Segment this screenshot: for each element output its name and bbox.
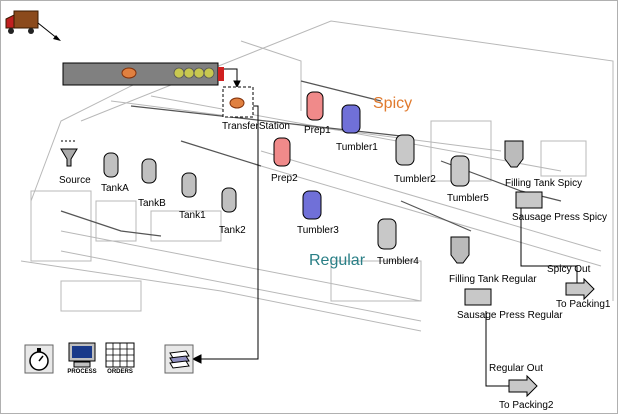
process-button[interactable]: PROCESS bbox=[66, 342, 98, 378]
tumbler-5[interactable] bbox=[451, 156, 469, 186]
source-label: Source bbox=[59, 175, 91, 186]
tumbler-5-label: Tumbler5 bbox=[447, 193, 489, 204]
regular-heading: Regular bbox=[309, 252, 366, 269]
regular-out-exit[interactable] bbox=[509, 376, 537, 396]
computer-icon bbox=[68, 342, 96, 368]
sausage-press-spicy-label: Sausage Press Spicy bbox=[512, 212, 608, 223]
tank-b-label: TankB bbox=[138, 198, 166, 209]
prep-1-label: Prep1 bbox=[304, 125, 331, 136]
tumbler-2[interactable] bbox=[396, 135, 414, 165]
prep-1-vessel[interactable] bbox=[307, 92, 323, 120]
tank-1-label: Tank1 bbox=[179, 210, 206, 221]
regular-out-label: Regular Out bbox=[489, 363, 543, 374]
truck-icon bbox=[5, 10, 61, 41]
stopwatch-button[interactable] bbox=[24, 344, 54, 374]
tumbler-4-label: Tumbler4 bbox=[377, 256, 419, 267]
sausage-press-regular-label: Sausage Press Regular bbox=[457, 310, 563, 321]
spicy-heading: Spicy bbox=[373, 95, 413, 112]
tumbler-3-label: Tumbler3 bbox=[297, 225, 339, 236]
sausage-press-spicy[interactable] bbox=[516, 192, 542, 208]
tumbler-1[interactable] bbox=[342, 105, 360, 133]
process-label: PROCESS bbox=[67, 369, 97, 375]
spreadsheet-icon bbox=[105, 342, 135, 368]
filling-tank-regular-label: Filling Tank Regular bbox=[449, 274, 537, 285]
layers-icon bbox=[164, 344, 194, 374]
tank-a-label: TankA bbox=[101, 183, 129, 194]
stopwatch-icon bbox=[24, 344, 54, 374]
orders-button[interactable]: ORDERS bbox=[104, 342, 136, 378]
tank-b[interactable] bbox=[142, 159, 156, 183]
prep-2-label: Prep2 bbox=[271, 173, 298, 184]
to-packing-2-label: To Packing2 bbox=[499, 400, 554, 411]
tumbler-4[interactable] bbox=[378, 219, 396, 249]
spicy-out-exit[interactable] bbox=[566, 279, 594, 299]
transfer-station-label: TransferStation bbox=[222, 121, 290, 132]
tank-a[interactable] bbox=[104, 153, 118, 177]
sausage-press-regular[interactable] bbox=[465, 289, 491, 305]
tumbler-2-label: Tumbler2 bbox=[394, 174, 436, 185]
tumbler-1-label: Tumbler1 bbox=[336, 142, 378, 153]
transfer-station[interactable] bbox=[223, 87, 253, 117]
filling-tank-regular[interactable] bbox=[451, 237, 469, 263]
filling-tank-spicy[interactable] bbox=[505, 141, 523, 167]
tank-2[interactable] bbox=[222, 188, 236, 212]
orders-label: ORDERS bbox=[107, 369, 133, 375]
source-station[interactable] bbox=[59, 139, 79, 169]
tumbler-3[interactable] bbox=[303, 191, 321, 219]
main-conveyor[interactable] bbox=[63, 63, 223, 85]
spicy-out-label: Spicy Out bbox=[547, 264, 591, 275]
prep-2-vessel[interactable] bbox=[274, 138, 290, 166]
layers-button[interactable] bbox=[164, 344, 194, 374]
tank-2-label: Tank2 bbox=[219, 225, 246, 236]
filling-tank-spicy-label: Filling Tank Spicy bbox=[505, 178, 583, 189]
truck[interactable] bbox=[6, 9, 62, 41]
to-packing-1-label: To Packing1 bbox=[556, 299, 611, 310]
tank-1[interactable] bbox=[182, 173, 196, 197]
